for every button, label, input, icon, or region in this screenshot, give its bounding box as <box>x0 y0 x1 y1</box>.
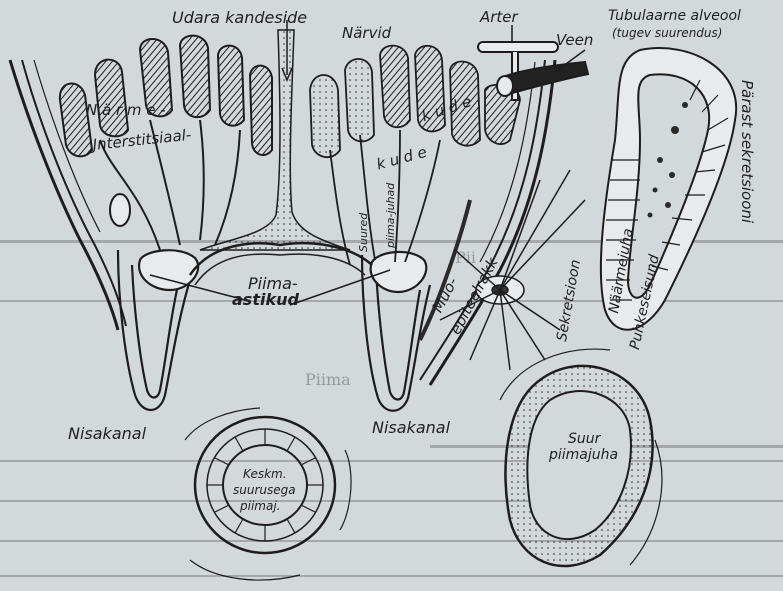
label-nisakanal-right: Nisakanal <box>372 420 450 436</box>
label-tubulaarne-alveool: Tubulaarne alveool <box>608 9 741 23</box>
label-piimajuhad: piima-juhad <box>385 183 396 248</box>
left-teat <box>118 250 198 410</box>
label-veen: Veen <box>556 33 593 48</box>
label-tugev-suurendus: (tugev suurendus) <box>612 27 722 39</box>
label-arter: Arter <box>480 10 518 25</box>
label-narme: N ä r m e - <box>86 103 166 118</box>
label-nisakanal-left: Nisakanal <box>68 426 146 442</box>
label-keskm: Keskm. <box>243 468 287 480</box>
label-astikud: astikud <box>232 292 299 308</box>
label-piimaj: piimaj. <box>240 500 280 512</box>
background-text-fragment: Piima <box>305 372 351 388</box>
label-parast-sekretsiooni: Pärast sekretsiooni <box>739 80 754 223</box>
label-narvid: Närvid <box>342 26 391 41</box>
label-piimajuha: piimajuha <box>549 448 618 462</box>
label-udara-kandeside: Udara kandeside <box>172 10 307 26</box>
label-suur: Suur <box>568 432 600 446</box>
label-suurusega: suurusega <box>233 484 296 496</box>
background-text-fragment: Pii <box>455 250 476 266</box>
label-suured: Suured <box>358 213 369 252</box>
